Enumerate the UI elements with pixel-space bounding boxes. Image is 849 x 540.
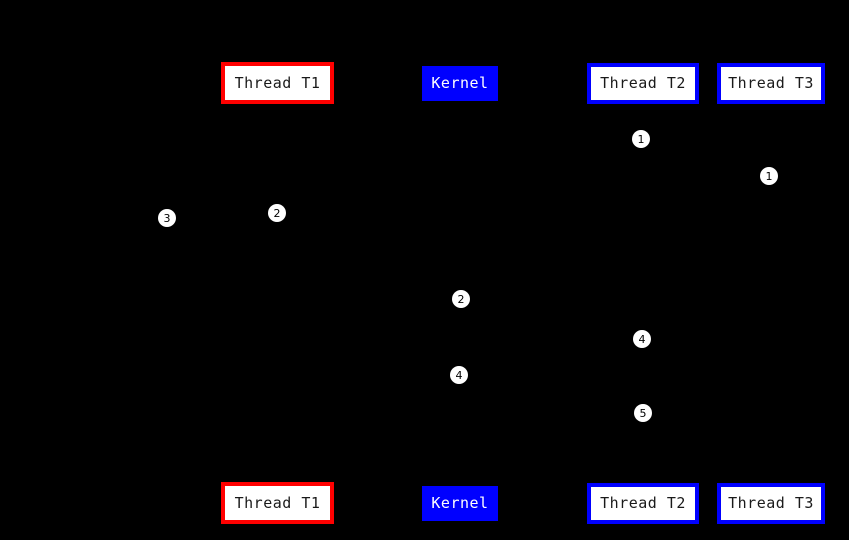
participant-box-t2-top[interactable]: Thread T2 [587,63,699,104]
step-badge: 2 [452,290,470,308]
lifeline-t1 [277,104,278,482]
message-arrow-5 [460,299,643,300]
participant-box-kernel-bottom[interactable]: Kernel [422,486,498,521]
lifeline-notch-kernel [459,101,462,104]
lifeline-t3 [771,104,772,483]
step-badge: 2 [268,204,286,222]
participant-box-t2-bottom[interactable]: Thread T2 [587,483,699,524]
message-arrow-6 [460,339,643,340]
participant-label: Thread T2 [600,74,686,92]
message-arrow-7 [460,375,643,376]
participant-box-kernel-top[interactable]: Kernel [422,66,498,101]
message-arrow-2 [460,176,771,177]
step-badge: 5 [634,404,652,422]
message-arrow-8 [460,413,643,414]
lifeline-notch-t3 [770,104,773,107]
message-arrow-1 [460,139,643,140]
step-badge: 1 [760,167,778,185]
participant-label: Thread T1 [234,493,321,512]
participant-label: Thread T1 [234,73,321,92]
lifeline-t2 [643,104,644,483]
lifeline-notch-t1 [276,104,279,107]
participant-box-t3-bottom[interactable]: Thread T3 [717,483,825,524]
participant-label: Thread T2 [600,494,686,512]
message-arrow-3 [277,213,460,214]
participant-label: Thread T3 [728,74,814,92]
step-badge: 4 [450,366,468,384]
step-badge: 3 [158,209,176,227]
lifeline-notch-t2 [642,104,645,107]
step-badge: 1 [632,130,650,148]
participant-label: Thread T3 [728,494,814,512]
participant-box-t1-bottom[interactable]: Thread T1 [221,482,334,524]
participant-box-t1-top[interactable]: Thread T1 [221,62,334,104]
participant-label: Kernel [431,74,489,92]
participant-label: Kernel [431,494,489,512]
participant-box-t3-top[interactable]: Thread T3 [717,63,825,104]
message-arrow-4 [167,218,277,219]
step-badge: 4 [633,330,651,348]
